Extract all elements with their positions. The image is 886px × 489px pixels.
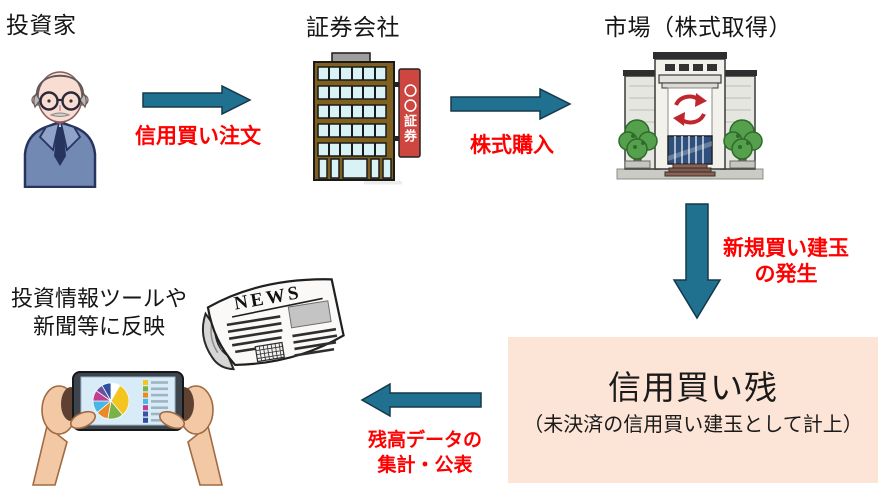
arrow-order-right: [142, 84, 252, 116]
investor-heading: 投資家: [6, 12, 77, 38]
cycle-arrows-icon: [673, 93, 707, 126]
smartphone-hands-icon: [31, 371, 224, 486]
pie-legend: [143, 380, 168, 423]
market-illustration: [615, 44, 765, 184]
newspaper-illustration: NEWS: [188, 263, 353, 385]
hair: [36, 74, 84, 99]
media-line2: 新聞等に反映: [32, 314, 165, 339]
publish-line2: 集計・公表: [377, 455, 473, 476]
new-position-line1: 新規買い建玉: [723, 237, 849, 260]
arrow-purchase-right: [450, 87, 572, 121]
order-arrow-label: 信用買い注文: [135, 125, 261, 148]
new-position-label: 新規買い建玉 の発生: [712, 236, 860, 288]
tie: [54, 127, 66, 166]
purchase-arrow-label: 株式購入: [470, 134, 554, 157]
securities-building-icon: [313, 52, 421, 185]
balance-box-subtitle: （未決済の信用買い建玉として計上）: [523, 414, 863, 436]
arrow-new-position-down: [672, 203, 722, 320]
media-label: 投資情報ツールや 新聞等に反映: [0, 285, 198, 341]
investor-illustration: [14, 56, 106, 188]
new-position-line2: の発生: [754, 263, 818, 286]
stock-exchange-icon: [616, 52, 764, 180]
market-heading: 市場（株式取得）: [604, 14, 792, 40]
smartphone-illustration: [25, 364, 230, 486]
margin-balance-box: 信用買い残 （未決済の信用買い建玉として計上）: [508, 337, 878, 483]
publish-line1: 残高データの: [367, 430, 482, 451]
arrow-publish-left: [360, 382, 482, 418]
pie-chart: [92, 382, 130, 420]
securities-building-illustration: 〇〇証券: [310, 52, 422, 186]
watermark: [364, 181, 402, 185]
media-line1: 投資情報ツールや: [10, 286, 187, 311]
publish-label: 残高データの 集計・公表: [355, 428, 495, 478]
securities-heading: 証券会社: [306, 14, 400, 40]
securities-sign-text: 〇〇証券: [402, 83, 417, 144]
newspaper-icon: NEWS: [201, 278, 345, 371]
tree-left: [618, 119, 658, 169]
securities-sign: [398, 68, 421, 158]
tree-right: [723, 119, 763, 169]
investor-icon: [23, 71, 97, 188]
balance-box-title: 信用買い残: [608, 369, 778, 406]
